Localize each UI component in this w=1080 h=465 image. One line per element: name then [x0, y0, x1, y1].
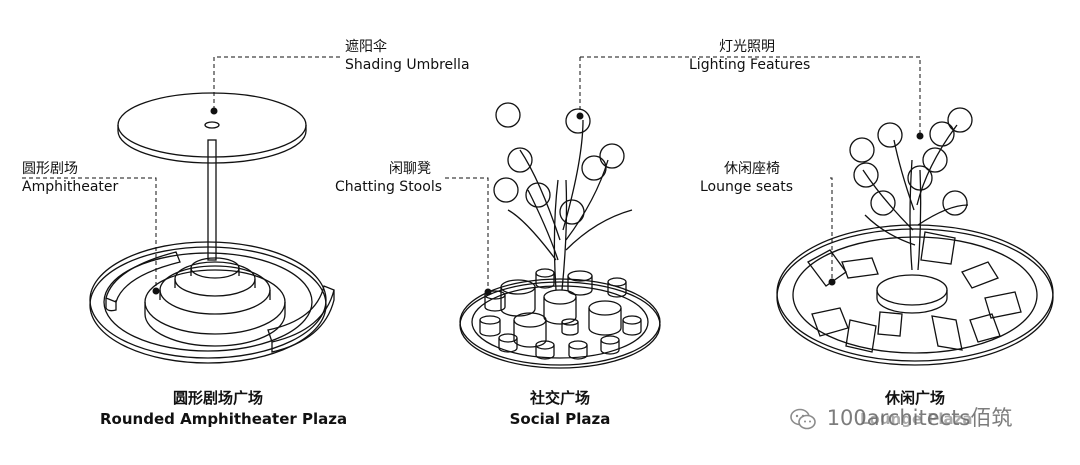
social-plaza-illustration — [459, 102, 661, 369]
label-stools-en: Chatting Stools — [335, 179, 442, 195]
label-amphitheater-zh: 圆形剧场 — [22, 161, 78, 177]
caption-social-zh: 社交广场 — [529, 389, 590, 407]
lounge-plaza-illustration — [776, 107, 1054, 366]
watermark: 100architects佰筑 — [790, 402, 1012, 432]
label-shading-umbrella: 遮阳伞 Shading Umbrella — [345, 38, 470, 74]
caption-lounge-en: Lounge Plaza — [860, 410, 973, 428]
label-chatting-stools: 闲聊凳 Chatting Stools — [334, 160, 442, 196]
watermark-text: 100architects佰筑 — [826, 406, 1013, 430]
wechat-icon — [790, 408, 816, 430]
label-umbrella-en: Shading Umbrella — [345, 57, 470, 73]
label-lighting-zh: 灯光照明 — [719, 39, 775, 55]
label-amphitheater-en: Amphitheater — [22, 179, 119, 195]
caption-amphi-en: Rounded Amphitheater Plaza — [100, 410, 348, 428]
label-lighting-features: 灯光照明 Lighting Features — [689, 38, 810, 74]
label-amphitheater: 圆形剧场 Amphitheater — [22, 160, 118, 196]
caption-social-en: Social Plaza — [509, 410, 611, 428]
label-lounge-seats: 休闲座椅 Lounge seats — [700, 160, 793, 196]
caption-amphitheater-plaza: 圆形剧场广场 Rounded Amphitheater Plaza — [100, 388, 348, 430]
caption-lounge-zh: 休闲广场 — [884, 389, 945, 407]
caption-social-plaza: 社交广场 Social Plaza — [500, 388, 620, 430]
label-lounge-zh: 休闲座椅 — [724, 161, 780, 177]
label-lighting-en: Lighting Features — [689, 57, 811, 73]
label-stools-zh: 闲聊凳 — [389, 161, 431, 177]
amphitheater-plaza-illustration — [89, 92, 335, 364]
stool-group — [479, 268, 642, 360]
label-umbrella-zh: 遮阳伞 — [345, 39, 387, 55]
caption-lounge-plaza: 休闲广场 Lounge Plaza — [860, 388, 973, 430]
label-lounge-en: Lounge seats — [700, 179, 794, 195]
caption-amphi-zh: 圆形剧场广场 — [172, 389, 263, 407]
